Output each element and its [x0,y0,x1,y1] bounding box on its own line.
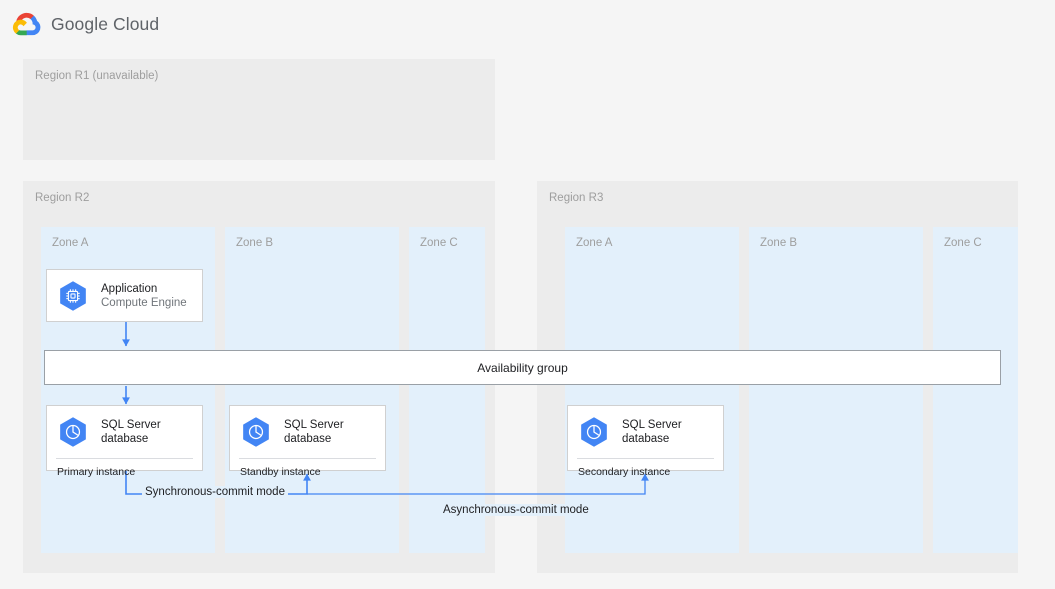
zone-r3-c-label: Zone C [944,237,982,249]
zone-r3-c: Zone C [933,227,1018,553]
card-secondary-database-text: SQL Server database [622,418,682,446]
zone-r2-b-label: Zone B [236,237,274,249]
card-primary-database-footer: Primary instance [57,466,136,478]
card-primary-database-title-line2: database [101,433,149,445]
card-primary-database-body: SQL Server database [47,406,202,458]
card-application-body: Application Compute Engine [47,270,202,322]
card-secondary-database-footer: Secondary instance [578,466,671,478]
card-application-subtitle: Compute Engine [101,297,187,309]
sql-server-database-hexagon-icon [581,417,607,447]
card-secondary-database-title-line2: database [622,433,670,445]
card-application[interactable]: Application Compute Engine [46,269,203,322]
zone-r2-b: Zone B [225,227,399,553]
card-secondary-database[interactable]: SQL Server database Secondary instance [567,405,724,478]
brand-title: Google Cloud [51,13,160,34]
card-secondary-database-body: SQL Server database [568,406,723,458]
availability-group-bar[interactable]: Availability group [44,350,1001,385]
compute-engine-hexagon-icon [60,281,86,311]
card-primary-database-text: SQL Server database [101,418,161,446]
card-standby-database-body: SQL Server database [230,406,385,458]
google-cloud-brand: Google Cloud [12,10,159,38]
synchronous-commit-label: Synchronous-commit mode [142,486,288,498]
card-secondary-database-title: SQL Server [622,419,682,431]
zone-r2-c-label: Zone C [420,237,458,249]
zone-r2-c: Zone C [409,227,485,553]
card-standby-database[interactable]: SQL Server database Standby instance [229,405,386,478]
region-r2-label: Region R2 [35,192,90,204]
zone-r3-a-label: Zone A [576,237,613,249]
zone-r3-b-label: Zone B [760,237,798,249]
asynchronous-commit-label: Asynchronous-commit mode [440,504,592,516]
sql-server-database-hexagon-icon [60,417,86,447]
region-r1-label: Region R1 (unavailable) [35,70,159,82]
region-r3-label: Region R3 [549,192,604,204]
card-secondary-database-divider [577,458,714,459]
card-standby-database-title: SQL Server [284,419,344,431]
sql-server-database-hexagon-icon [243,417,269,447]
zone-r3-b: Zone B [749,227,923,553]
zone-r3-a: Zone A [565,227,739,553]
card-primary-database-title: SQL Server [101,419,161,431]
region-r1: Region R1 (unavailable) [23,59,495,160]
card-primary-database[interactable]: SQL Server database Primary instance [46,405,203,478]
card-standby-database-title-line2: database [284,433,332,445]
card-standby-database-footer: Standby instance [240,466,321,478]
card-application-title: Application [101,283,158,295]
card-standby-database-divider [239,458,376,459]
card-application-text: Application Compute Engine [101,282,187,310]
availability-group-label: Availability group [477,360,568,375]
card-primary-database-divider [56,458,193,459]
card-standby-database-text: SQL Server database [284,418,344,446]
google-cloud-logo-icon [12,12,41,36]
zone-r2-a-label: Zone A [52,237,89,249]
